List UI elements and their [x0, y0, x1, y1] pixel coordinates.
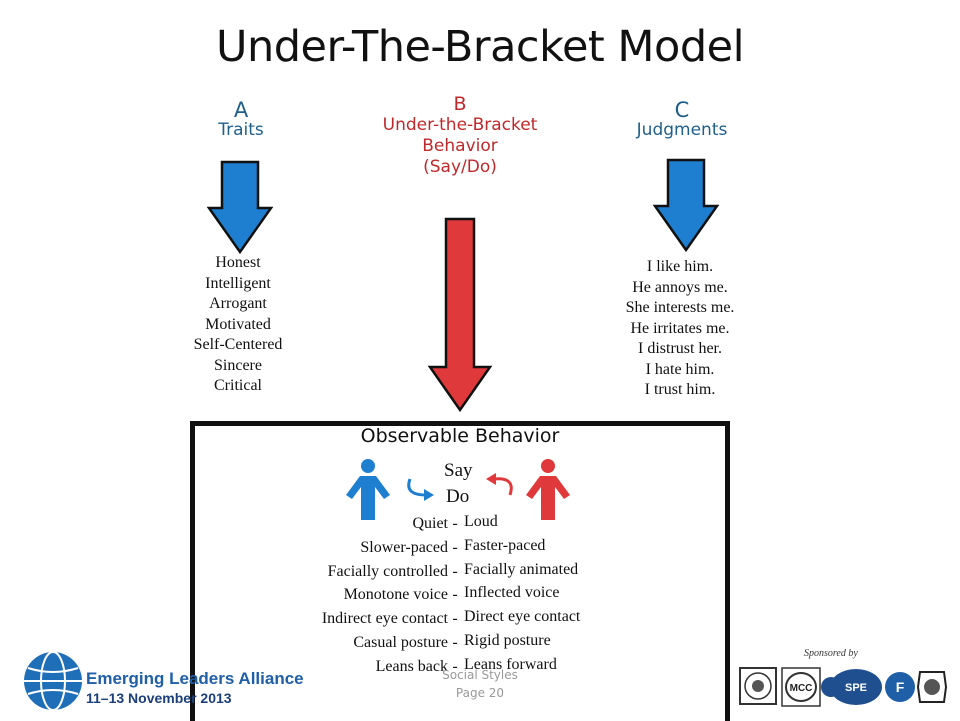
column-a-label: Traits	[218, 120, 264, 140]
sponsored-by-label: Sponsored by	[804, 648, 858, 659]
separator: -	[452, 515, 458, 532]
list-item: Critical	[214, 377, 262, 394]
list-item: I like him.	[646, 258, 714, 275]
list-item: Loud	[464, 513, 498, 530]
judgments-list: I like him. He annoys me. She interests …	[600, 257, 760, 401]
list-item: Indirect eye contact	[321, 610, 448, 628]
traits-list: Honest Intelligent Arrogant Motivated Se…	[168, 253, 308, 397]
red-curved-arrow-icon	[486, 473, 513, 496]
list-item: Honest	[215, 254, 261, 271]
list-item: Intelligent	[205, 274, 271, 292]
list-item: Faster-paced	[464, 536, 546, 554]
column-b-label-2: Behavior	[422, 136, 498, 156]
list-item: Slower-paced	[360, 538, 448, 556]
observable-behavior-bracket	[190, 421, 730, 721]
list-item: Casual posture	[353, 633, 448, 651]
list-item: Rigid posture	[464, 631, 551, 649]
list-item: I trust him.	[644, 381, 716, 398]
list-item: Arrogant	[209, 295, 267, 312]
column-a-letter: A	[233, 98, 249, 122]
footer-page-number: Page 20	[455, 686, 505, 700]
list-item: Facially animated	[464, 560, 579, 578]
org-name: Emerging Leaders Alliance	[86, 669, 304, 688]
column-b-letter: B	[453, 93, 467, 115]
observable-behavior-title: Observable Behavior	[360, 425, 560, 447]
list-item: Leans back	[375, 657, 448, 675]
red-person-icon	[526, 459, 570, 520]
svg-text:F: F	[896, 679, 905, 695]
column-c-label: Judgments	[636, 120, 728, 140]
column-b-label-1: Under-the-Bracket	[382, 115, 538, 135]
svg-text:SPE: SPE	[845, 682, 867, 694]
svg-text:MCC: MCC	[790, 683, 813, 694]
column-c-letter: C	[674, 98, 690, 122]
separator: -	[452, 633, 458, 651]
list-item: He irritates me.	[630, 319, 730, 337]
red-down-arrow-b-icon	[427, 217, 493, 413]
list-item: Sincere	[214, 356, 262, 374]
sponsor-logos-icon: MCC SPE F	[739, 667, 948, 707]
blue-down-arrow-a-icon	[206, 160, 274, 255]
column-b-header: B Under-the-Bracket Behavior (Say/Do)	[330, 94, 590, 178]
say-label: Say	[444, 460, 473, 481]
separator: -	[452, 657, 458, 675]
column-b-label-3: (Say/Do)	[423, 157, 497, 177]
list-item: I distrust her.	[638, 340, 722, 357]
list-item: He annoys me.	[632, 278, 728, 296]
do-label: Do	[446, 486, 470, 507]
list-item: I hate him.	[645, 360, 715, 378]
separator: -	[452, 538, 458, 556]
list-item: Leans forward	[464, 655, 557, 673]
footer-course: Social Styles	[442, 668, 518, 682]
blue-person-icon	[346, 459, 390, 520]
event-dates: 11–13 November 2013	[86, 690, 232, 706]
separator-column: - - - - - - -	[449, 512, 461, 679]
column-c-header: C Judgments	[622, 98, 742, 140]
observable-left-list: Quiet Slower-paced Facially controlled M…	[250, 512, 448, 679]
separator: -	[452, 586, 458, 604]
column-a-header: A Traits	[181, 98, 301, 140]
list-item: Self-Centered	[193, 336, 283, 353]
blue-curved-arrow-icon	[407, 478, 434, 501]
separator: -	[452, 610, 458, 628]
list-item: Monotone voice	[343, 586, 448, 604]
list-item: Quiet	[412, 515, 448, 532]
observable-right-list: Loud Faster-paced Facially animated Infl…	[464, 510, 664, 677]
list-item: Inflected voice	[464, 584, 560, 602]
list-item: She interests me.	[625, 299, 735, 316]
list-item: Direct eye contact	[464, 608, 581, 626]
list-item: Facially controlled	[327, 562, 448, 580]
list-item: Motivated	[205, 315, 271, 333]
globe-logo-icon	[24, 651, 82, 711]
page-title: Under-The-Bracket Model	[215, 22, 745, 72]
blue-down-arrow-c-icon	[652, 158, 720, 253]
separator: -	[452, 562, 458, 580]
